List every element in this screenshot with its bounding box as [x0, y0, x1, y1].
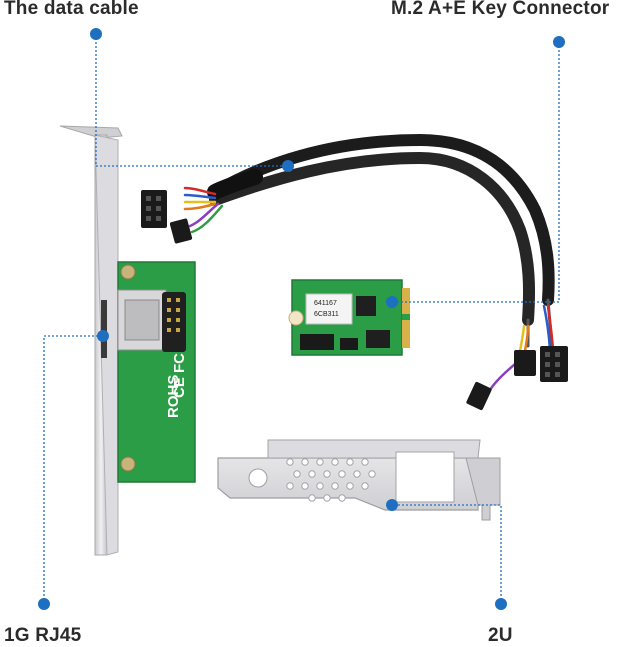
ce-fc-mark: CE FC	[171, 353, 188, 398]
module-line2: 6CB311	[314, 311, 339, 318]
label-data-cable: The data cable	[4, 0, 139, 19]
label-2u: 2U	[488, 625, 513, 646]
label-m2-connector: M.2 A+E Key Connector	[391, 0, 610, 19]
data-cable	[183, 133, 555, 392]
callouts	[43, 34, 560, 604]
m2-module: 641167 6CB311	[288, 279, 410, 356]
rj45-riser-board: ROHS CE FC	[117, 261, 196, 483]
rohs-mark: ROHS	[165, 375, 182, 418]
cable-header-connectors	[141, 190, 568, 411]
module-line1: 641167	[314, 300, 337, 307]
full-height-bracket	[59, 125, 123, 556]
low-profile-bracket	[217, 439, 501, 521]
label-rj45: 1G RJ45	[4, 625, 82, 646]
callout-dots	[38, 28, 565, 610]
